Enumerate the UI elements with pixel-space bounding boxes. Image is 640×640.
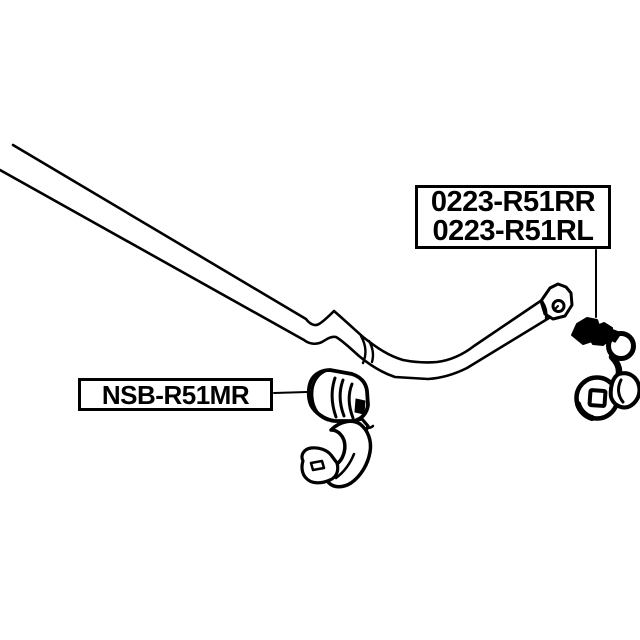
leader-lines bbox=[273, 249, 597, 394]
bracket-saddle-line bbox=[334, 452, 356, 480]
bushing-slit bbox=[330, 376, 338, 419]
link-eye-shade bbox=[575, 401, 595, 421]
bushing-bracket bbox=[300, 417, 373, 489]
link-lower-bracket-line bbox=[617, 378, 625, 404]
bar-bend-crease bbox=[359, 334, 367, 365]
bushing-end-face bbox=[310, 369, 330, 422]
eye-hole bbox=[551, 299, 566, 313]
bar-bottom-contour bbox=[0, 168, 551, 381]
bar-bend-crease bbox=[367, 339, 375, 364]
link-socket-wedge bbox=[606, 329, 622, 343]
link-square-hole bbox=[587, 388, 608, 408]
bushing-shadow bbox=[354, 398, 366, 415]
leader-line-bushing bbox=[273, 391, 308, 394]
stabilizer-bar bbox=[0, 143, 551, 381]
part-number: 0223-R51RR bbox=[430, 186, 596, 218]
part-label-stabilizer-bushing: NSB-R51MR bbox=[78, 378, 273, 411]
bushing-slit bbox=[338, 378, 346, 418]
part-number: 0223-R51RL bbox=[432, 215, 594, 247]
stabilizer-link bbox=[571, 317, 640, 421]
link-lower-bracket bbox=[608, 371, 640, 410]
part-label-stabilizer-link: 0223-R51RR 0223-R51RL bbox=[415, 185, 611, 249]
bracket-slot-hole bbox=[309, 459, 326, 472]
bar-top-contour bbox=[11, 143, 544, 364]
eye-crease bbox=[540, 299, 548, 320]
stabilizer-bushing bbox=[306, 368, 375, 429]
eye-hole-notch bbox=[553, 305, 559, 311]
bushing-groove bbox=[347, 382, 355, 420]
part-number: NSB-R51MR bbox=[101, 379, 250, 410]
bar-end-eye bbox=[539, 282, 574, 321]
